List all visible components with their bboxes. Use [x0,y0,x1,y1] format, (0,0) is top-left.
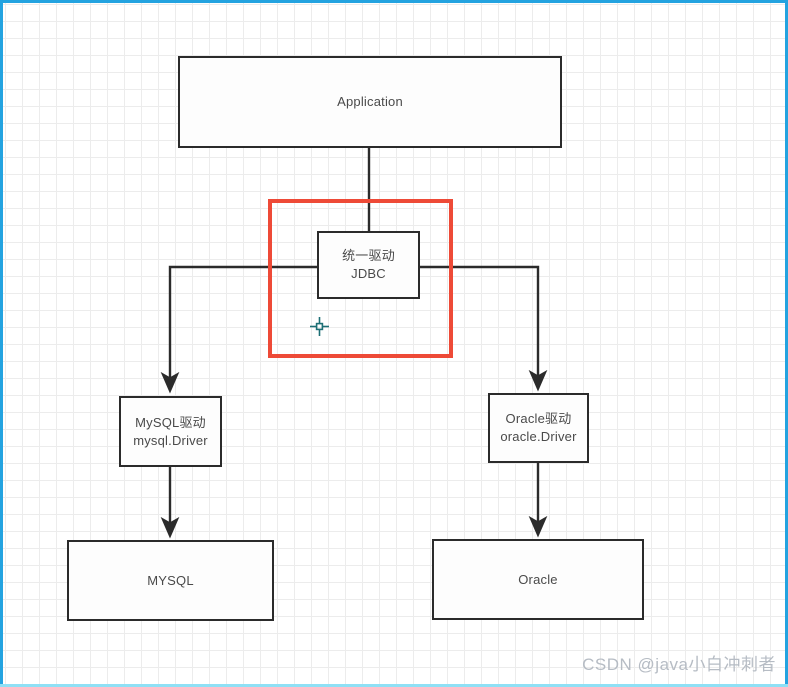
canvas-border-right [785,0,788,687]
canvas-border-left [0,0,3,687]
crosshair-cursor-icon [310,317,329,336]
node-jdbc[interactable]: 统一驱动 JDBC [317,231,420,299]
node-mysql-driver[interactable]: MySQL驱动 mysql.Driver [119,396,222,467]
jdbc-highlight-rect[interactable] [268,199,453,358]
canvas-border-top [0,0,788,3]
node-mysql-database[interactable]: MYSQL [67,540,274,621]
node-application[interactable]: Application [178,56,562,148]
edge-jdbc-to-oracle-driver [420,265,548,392]
csdn-watermark: CSDN @java小白冲刺者 [582,655,776,674]
node-oracle-driver[interactable]: Oracle驱动 oracle.Driver [488,393,589,463]
node-oracle-database[interactable]: Oracle [432,539,644,620]
canvas-border-bottom [0,684,788,687]
